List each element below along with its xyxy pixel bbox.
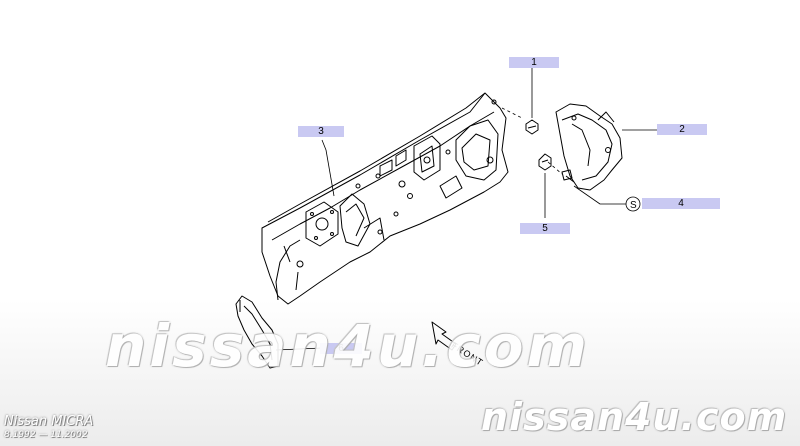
callout-4: 4 [642, 198, 720, 209]
symbol-s-label: S [630, 200, 637, 211]
model-name: Nissan MICRA [4, 414, 94, 429]
watermark-corner: nissan4u.com [481, 395, 788, 439]
watermark-center: nissan4u.com [105, 312, 590, 380]
bracket-part-6 [235, 295, 279, 369]
dash-panel-part [261, 92, 509, 305]
side-panel-part [555, 103, 623, 191]
callout-2: 2 [657, 124, 707, 135]
front-arrow [431, 321, 457, 351]
clip-part-5 [538, 153, 552, 171]
callout-3: 3 [298, 126, 344, 137]
screw-part-4 [561, 169, 575, 183]
callout-6: 6 [320, 343, 362, 354]
callout-5: 5 [520, 223, 570, 234]
callout-1: 1 [509, 57, 559, 68]
model-years: 8.1992 — 11.2002 [4, 430, 88, 440]
clip-part-1 [525, 119, 539, 135]
